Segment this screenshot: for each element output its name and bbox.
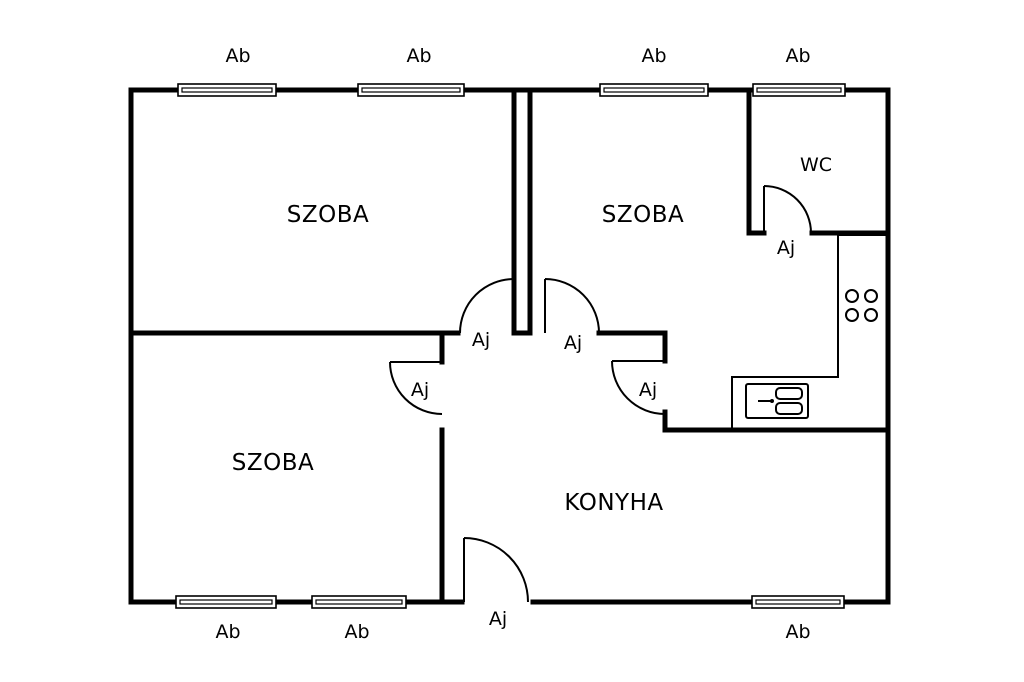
door-top-right-room [544,278,600,334]
door-label-entrance: Aj [488,608,508,630]
door-top-left-room [459,278,515,334]
sink-icon [745,383,809,419]
window-label-top-2: Ab [406,45,432,67]
door-wc [763,185,812,234]
window-top-1 [177,83,277,97]
room-label-top-left: SZOBA [286,202,370,228]
door-label-top-right-room: Aj [563,332,583,354]
room-label-top-right: SZOBA [601,202,685,228]
window-label-top-3: Ab [641,45,667,67]
door-kitchen-pantry [611,360,666,415]
window-label-bottom-3: Ab [785,621,811,643]
door-bottom-left-room [389,361,443,415]
window-bottom-1 [175,595,277,609]
door-entrance [463,537,529,603]
room-label-bottom-left: SZOBA [231,450,315,476]
room-label-wc: WC [799,154,833,176]
window-bottom-2 [311,595,407,609]
interior-walls [128,87,891,605]
door-label-kitchen-pantry: Aj [638,379,658,401]
window-label-bottom-1: Ab [215,621,241,643]
door-label-top-left-room: Aj [471,329,491,351]
outer-walls [128,87,891,605]
door-label-bottom-left-room: Aj [410,379,430,401]
window-top-3 [599,83,709,97]
room-label-kitchen: KONYHA [564,490,664,516]
door-label-wc: Aj [776,237,796,259]
stove-icon [845,289,878,322]
window-label-top-4: Ab [785,45,811,67]
window-label-bottom-2: Ab [344,621,370,643]
window-top-2 [357,83,465,97]
window-top-4 [752,83,846,97]
window-bottom-3 [751,595,845,609]
kitchen-counter [731,234,888,428]
window-label-top-1: Ab [225,45,251,67]
